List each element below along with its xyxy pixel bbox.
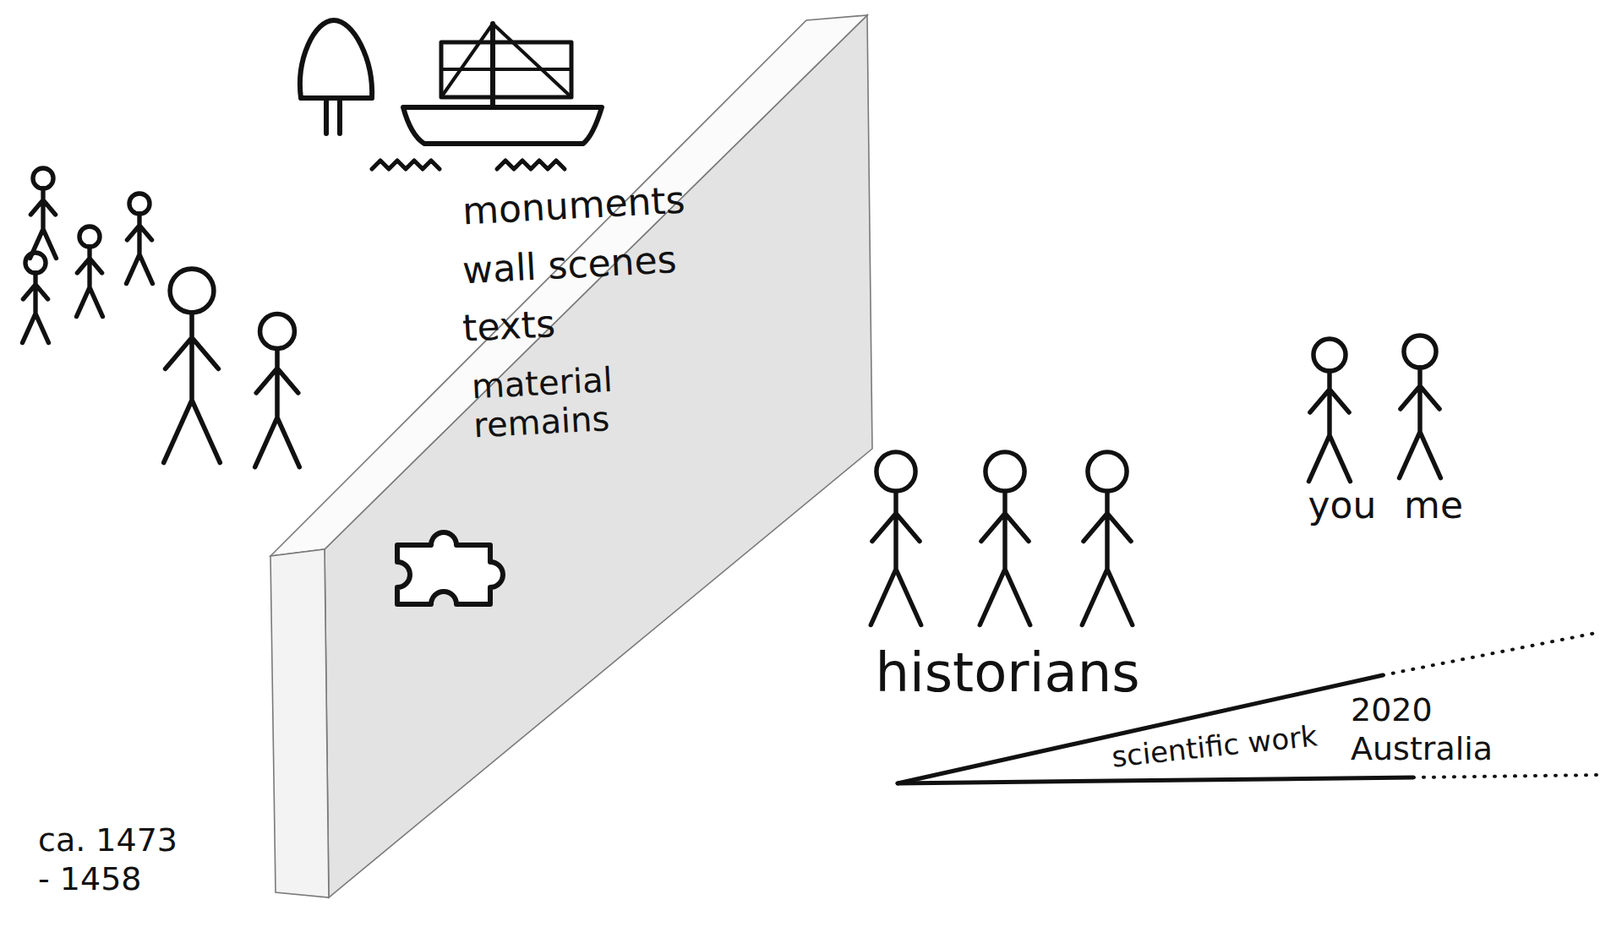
wedge-dotted-line	[1382, 632, 1600, 676]
evidence-label: material remains	[470, 356, 686, 446]
stick-figure	[1081, 452, 1132, 626]
boat-mast	[490, 23, 496, 108]
stick-figure	[979, 452, 1030, 626]
wedge-dotted-line	[1413, 775, 1600, 778]
stick-figure	[76, 226, 104, 317]
group-label: historians	[838, 640, 1177, 706]
stick-figure	[30, 168, 57, 259]
stick-figure	[22, 252, 50, 344]
wall-top-face	[270, 15, 868, 557]
wedge-label: scientific work	[1053, 713, 1377, 781]
stick-figure	[255, 314, 301, 468]
date-range-label: ca. 1473 - 1458	[38, 821, 191, 899]
boat-sail	[441, 42, 572, 98]
stick-figure	[870, 452, 921, 626]
boat-rigging	[441, 23, 572, 98]
puzzle-piece-hole	[397, 532, 503, 605]
place-date-label: 2020 Australia	[1350, 691, 1546, 769]
tree-crown	[300, 20, 372, 99]
illustration-group	[22, 20, 1442, 626]
wedge-line	[897, 777, 1414, 784]
person-label: you	[1299, 483, 1385, 529]
stick-figure	[126, 193, 153, 284]
person-label: me	[1391, 483, 1476, 529]
water-waves	[496, 160, 565, 170]
stick-figure	[163, 268, 221, 463]
wall-end-face	[270, 549, 329, 898]
stick-figure	[1399, 335, 1442, 479]
wall-slab: monumentswall scenestextsmaterial remain…	[268, 13, 878, 902]
stick-figure	[1309, 338, 1351, 482]
wall-slab-outline	[268, 13, 878, 902]
boat-hull	[403, 107, 602, 144]
tree-trunk	[326, 98, 340, 134]
water-waves	[371, 160, 440, 170]
